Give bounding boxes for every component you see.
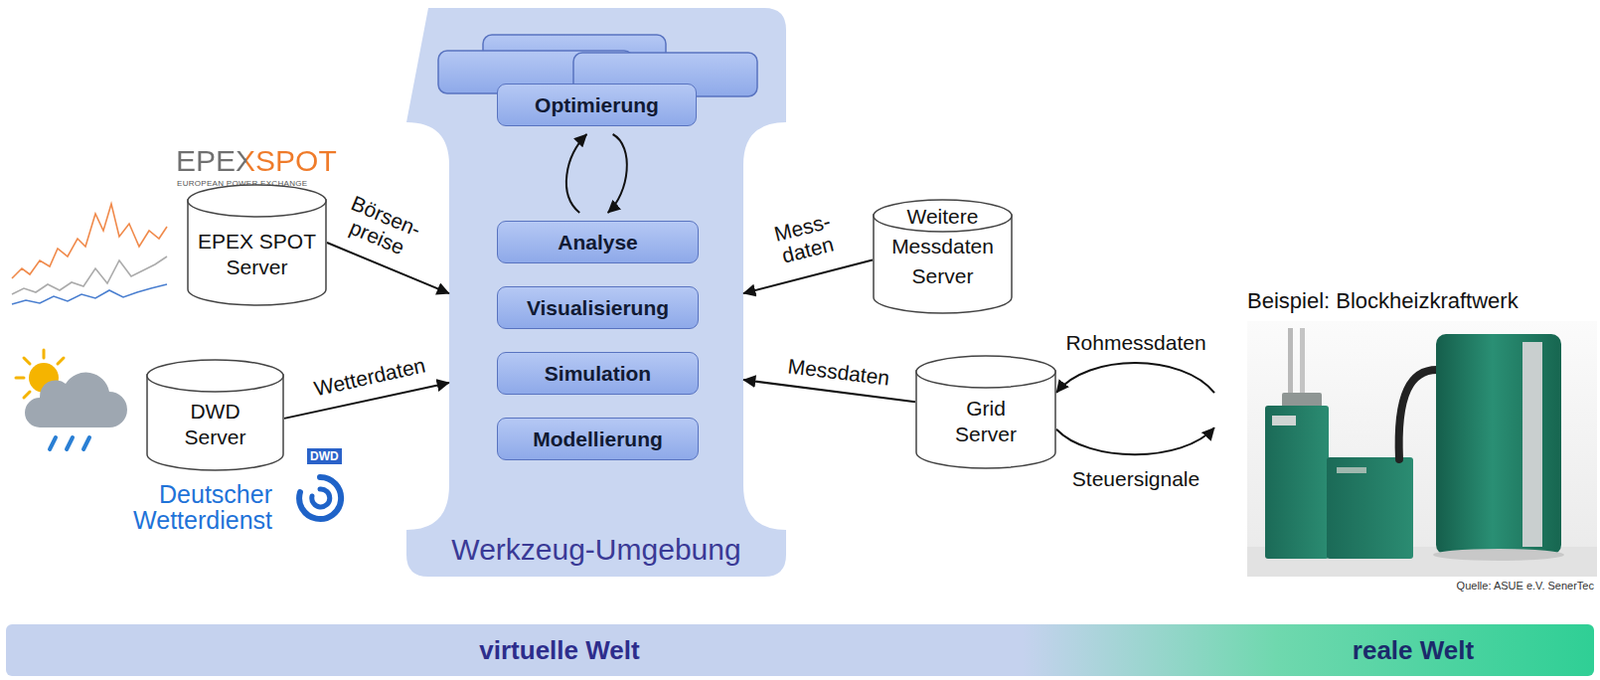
- storage-tank: [1436, 333, 1562, 555]
- price-chart: [11, 203, 167, 305]
- dwd-logo: [299, 477, 341, 519]
- hose: [1399, 369, 1438, 460]
- server-cylinder: EPEX SPOT Server: [186, 183, 327, 307]
- tool-environment: Werkzeug-Umgebung OptimierungAnalyseVisua…: [406, 7, 787, 577]
- box-label: Analyse: [557, 230, 639, 255]
- edge-label: Wetterdaten: [312, 352, 428, 400]
- display: [1272, 415, 1296, 426]
- sun-ray: [23, 391, 30, 398]
- box-label: Modellierung: [532, 427, 663, 452]
- logo-badge: DWD: [307, 448, 342, 465]
- function-box: Optimierung: [496, 83, 697, 127]
- cylinder-top: [916, 355, 1056, 388]
- logo-text: Deutscher Wetterdienst: [133, 480, 273, 534]
- edge-label: Mess- daten: [772, 209, 839, 269]
- function-box: Modellierung: [496, 417, 699, 461]
- weather-icon: [15, 349, 128, 450]
- sun-ray: [23, 357, 30, 364]
- edge-label: Messdaten: [787, 353, 892, 389]
- rain-drop: [49, 437, 56, 450]
- cabinet: [1326, 457, 1414, 559]
- logo-spiral: [312, 488, 330, 507]
- plant-heading: Beispiel: Blockheizkraftwerk: [1214, 288, 1598, 315]
- rain-drop: [66, 437, 73, 450]
- chp-plant: Beispiel: Blockheizkraftwerk: [1214, 288, 1598, 579]
- server-label: EPEX SPOT Server: [193, 228, 321, 279]
- connector-arrow: [1056, 427, 1215, 455]
- connector-arrow: [566, 134, 588, 213]
- band-label: reale Welt: [1352, 635, 1474, 666]
- tank-stripe: [1522, 341, 1543, 547]
- cabinet: [1265, 405, 1329, 559]
- logo-text: EPEXSPOT: [175, 146, 337, 176]
- connector-arrow: [608, 134, 628, 213]
- band-label: virtuelle Welt: [479, 635, 640, 666]
- server-cylinder: DWD Server: [146, 358, 285, 472]
- cloud: [24, 372, 128, 428]
- function-box: Analyse: [496, 220, 699, 264]
- panel-title: Werkzeug-Umgebung: [451, 532, 741, 568]
- sun-ray: [57, 357, 64, 364]
- connector-arrow: [743, 259, 873, 294]
- server-cylinder: Grid Server: [915, 354, 1057, 470]
- server-label: DWD Server: [165, 398, 266, 449]
- edge-label: Börsen- preise: [338, 190, 425, 262]
- cabinet-detail: [1336, 467, 1367, 474]
- edge-label: Steuersignale: [1072, 467, 1200, 490]
- box-label: Optimierung: [534, 93, 659, 118]
- server-cylinder: Weitere Messdaten Server: [872, 198, 1013, 315]
- source-note: Quelle: ASUE e.V. SenerTec: [1456, 579, 1595, 592]
- box-label: Visualisierung: [526, 296, 669, 320]
- back-box: [482, 34, 666, 72]
- chart-line: [11, 256, 167, 295]
- function-box: Simulation: [496, 351, 699, 395]
- photo-background: [1247, 320, 1598, 577]
- world-band: virtuelle Welt reale Welt: [5, 624, 1595, 676]
- logo-spiral: [299, 477, 341, 519]
- cylinder-top: [187, 184, 326, 217]
- sun-ray: [15, 376, 24, 380]
- rain: [49, 437, 90, 450]
- shadow: [1433, 548, 1565, 561]
- edge-label: Rohmessdaten: [1065, 330, 1206, 354]
- chart-line: [11, 284, 167, 305]
- server-label: Grid Server: [936, 395, 1036, 446]
- sun-ray: [42, 349, 46, 358]
- box-label: Simulation: [544, 361, 651, 386]
- cylinder-top: [147, 359, 284, 392]
- connector-arrow: [743, 379, 916, 402]
- server-label: Weitere Messdaten Server: [878, 201, 1008, 292]
- panel-shape: [406, 7, 787, 577]
- connector-arrow: [1056, 362, 1215, 393]
- chart-line: [11, 203, 167, 279]
- chp-plant-photo: [1247, 320, 1598, 577]
- function-box: Visualisierung: [496, 286, 699, 329]
- rain-drop: [83, 437, 90, 450]
